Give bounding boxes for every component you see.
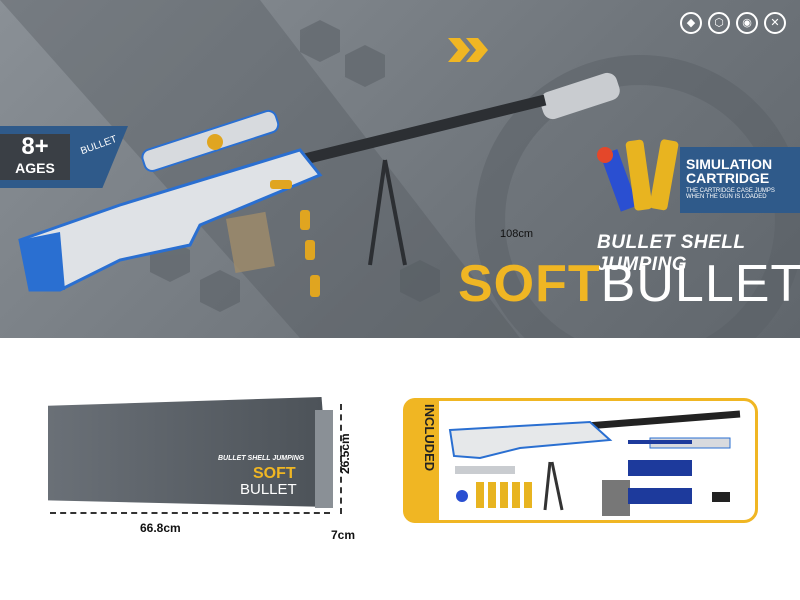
age-label: AGES [15, 160, 55, 176]
feature-icons: ◆ ⬡ ◉ ✕ [680, 12, 786, 34]
box-width: 66.8cm [140, 521, 181, 535]
rifle-image [18, 72, 620, 297]
box-depth: 7cm [331, 528, 356, 542]
main-title: SOFTBULLET [458, 254, 800, 314]
safety-icon: ◆ [680, 12, 702, 34]
cartridge-title-2: CARTRIDGE [686, 170, 770, 186]
age-value: 8+ [21, 133, 49, 160]
age-box: 8+ AGES [0, 134, 70, 180]
cartridge-image [597, 139, 679, 212]
durable-icon: ✕ [764, 12, 786, 34]
width-line [50, 512, 330, 514]
included-tab [403, 398, 439, 523]
height-line [340, 404, 342, 514]
package-box: BULLET SHELL JUMPING SOFT BULLET [48, 397, 330, 507]
subtitle: BULLET SHELL JUMPING [597, 232, 746, 275]
cartridge-desc-1: THE CARTRIDGE CASE JUMPS [686, 188, 775, 194]
sound-icon: ◉ [736, 12, 758, 34]
title-bullet: BULLET [600, 255, 800, 313]
length-label: 108cm [500, 228, 534, 240]
box-side [315, 410, 333, 508]
included-label: INCLUDED [422, 404, 437, 472]
cartridge-desc-2: WHEN THE GUN IS LOADED [686, 194, 767, 200]
product-banner: ◆ ⬡ ◉ ✕ 8+ AGES BULLET 108cm SIMULATION … [0, 0, 800, 338]
cartridge-panel: SIMULATION CARTRIDGE THE CARTRIDGE CASE … [680, 147, 800, 213]
box-soft: SOFT [253, 465, 296, 482]
box-subtitle: BULLET SHELL JUMPING [218, 455, 305, 462]
box-height: 26.5cm [338, 433, 352, 474]
chevrons-icon [448, 38, 488, 62]
title-soft: SOFT [458, 255, 601, 313]
box-bullet: BULLET [240, 481, 297, 498]
included-items [448, 410, 741, 516]
quality-icon: ⬡ [708, 12, 730, 34]
hexagon-pattern [0, 0, 800, 338]
cartridge-title-1: SIMULATION [686, 156, 773, 172]
